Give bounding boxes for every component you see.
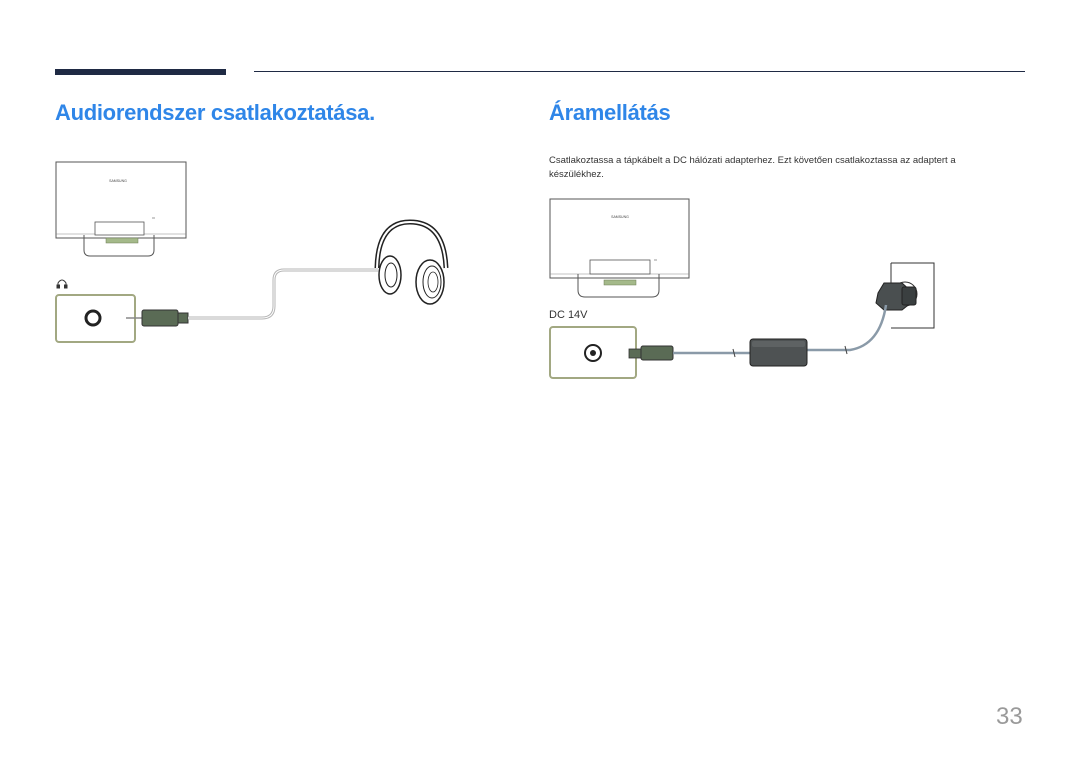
power-instructions: Csatlakoztassa a tápkábelt a DC hálózati…	[549, 155, 956, 180]
dc-port-label: DC 14V	[549, 309, 588, 321]
headphone-port-box	[55, 294, 136, 343]
dc-port-box	[549, 326, 637, 379]
section-rule-accent	[55, 69, 226, 75]
monitor-brand-power: SAMSUNG	[611, 215, 629, 219]
power-section-title: Áramellátás	[549, 100, 671, 125]
section-rule	[254, 71, 1025, 72]
power-adapter	[749, 338, 808, 367]
headphone-icon	[56, 279, 68, 289]
page-number: 33	[996, 703, 1023, 730]
monitor-brand: SAMSUNG	[109, 179, 127, 183]
audio-section-title: Audiorendszer csatlakoztatása.	[55, 100, 375, 125]
monitor-illustration-power: SAMSUNG	[549, 198, 690, 298]
headphones-illustration	[374, 219, 449, 305]
monitor-illustration: SAMSUNG	[55, 161, 187, 257]
ac-cable	[806, 304, 888, 352]
power-plug	[875, 282, 917, 311]
